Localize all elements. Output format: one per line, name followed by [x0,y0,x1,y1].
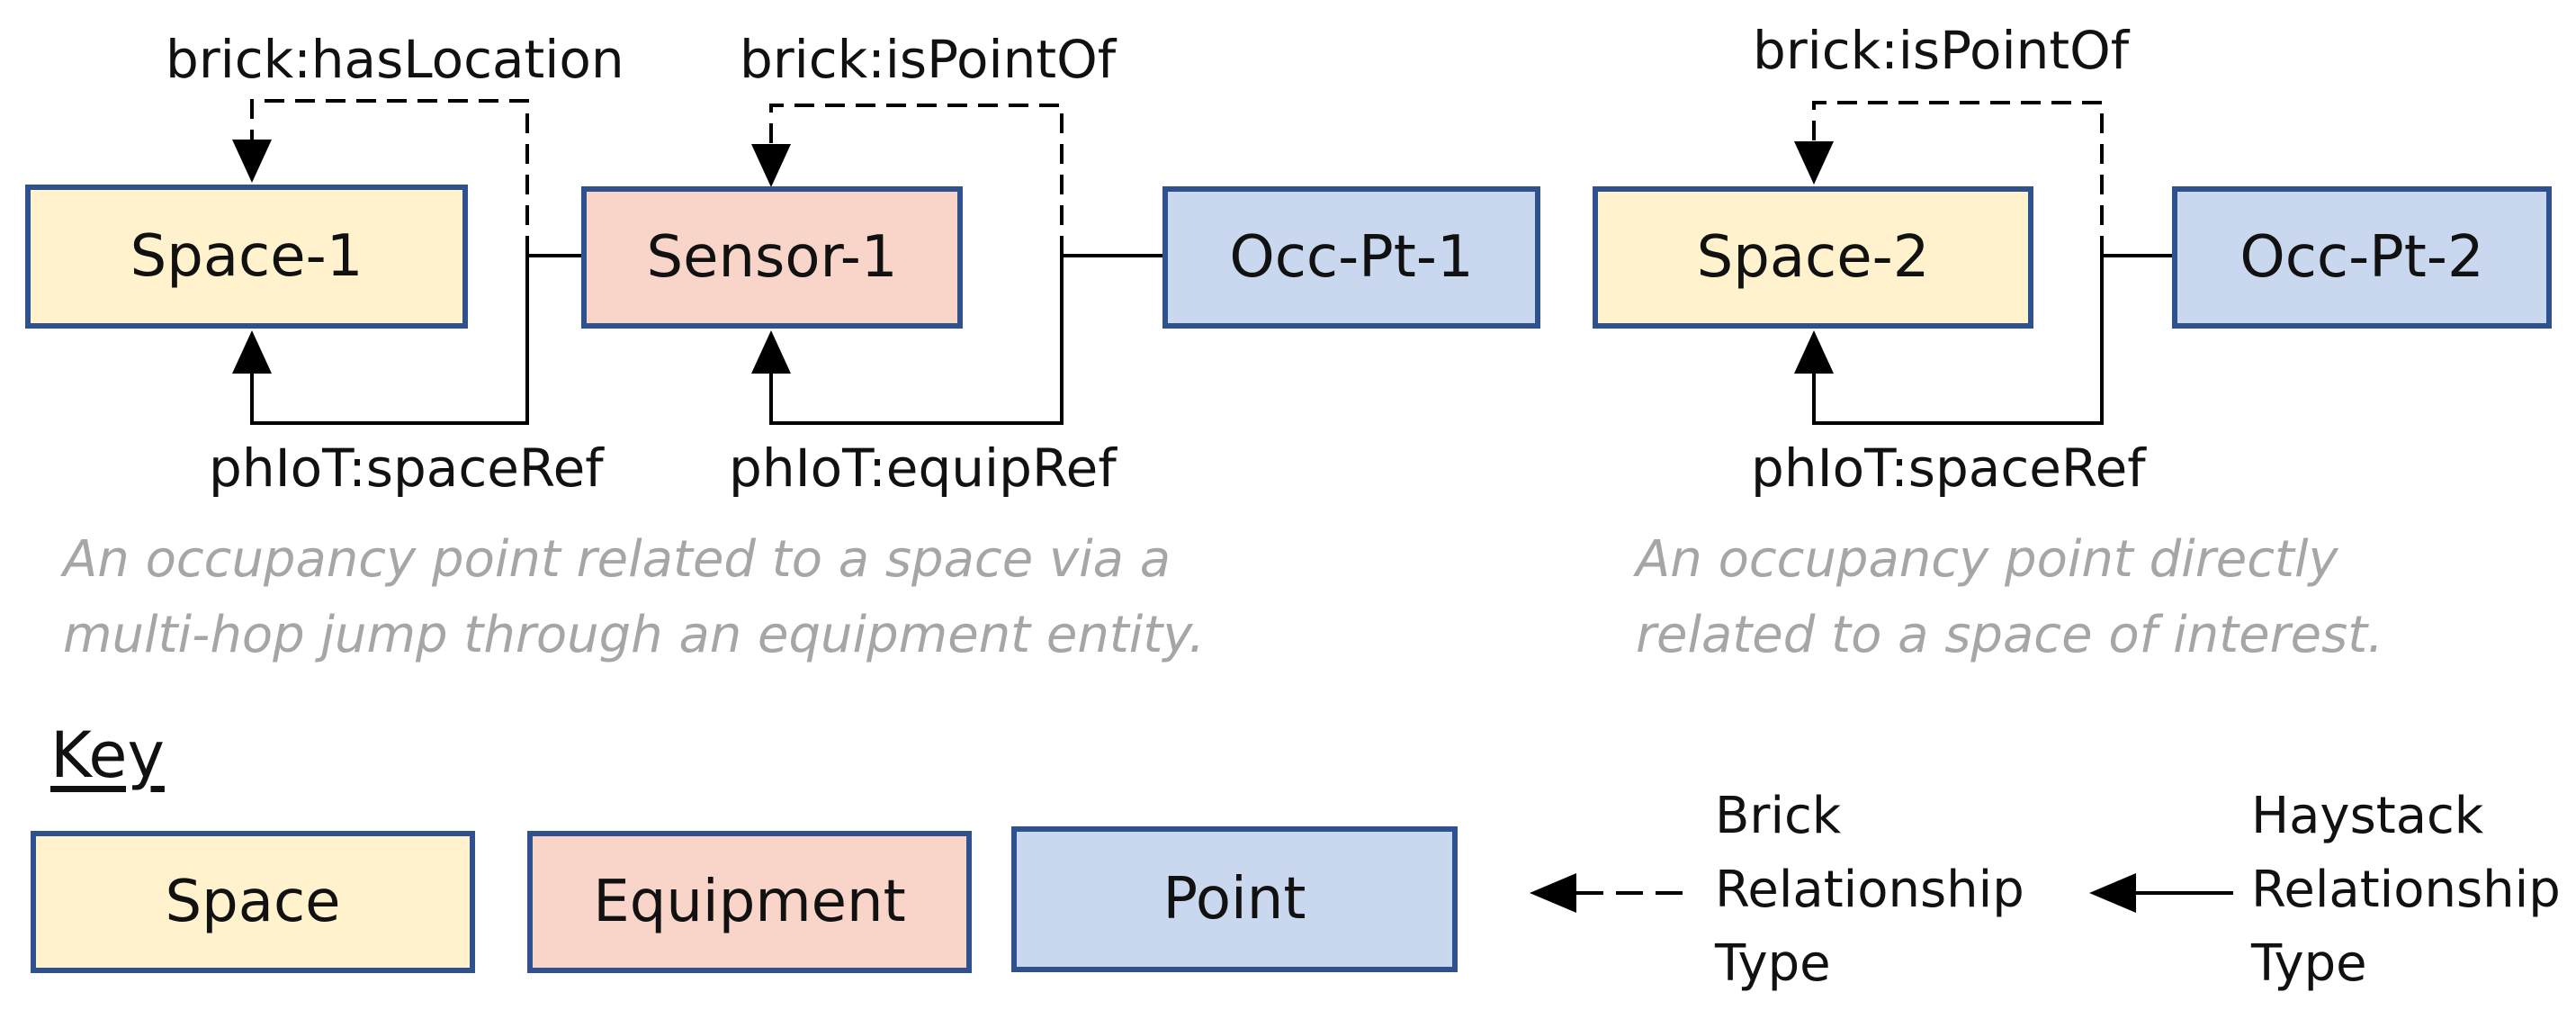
legend-brick-line-1: Brick [1715,787,1842,845]
arrowhead-space-ref-1 [232,330,272,374]
arrowhead-is-point-of-1 [751,144,791,187]
legend-brick-text: Brick Relationship Type [1715,780,2024,1001]
legend-haystack-line-3: Type [2251,934,2367,993]
node-space-2-label: Space-2 [1696,224,1930,291]
arrowhead-equip-ref [751,330,791,374]
legend-space-label: Space [165,869,341,935]
label-equip-ref: phIoT:equipRef [729,437,1117,499]
node-occ-pt-2-label: Occ-Pt-2 [2239,224,2484,291]
legend-haystack-text: Haystack Relationship Type [2251,780,2561,1001]
node-space-2: Space-2 [1593,186,2033,329]
node-sensor-1: Sensor-1 [581,186,963,329]
is-point-of-1-connector [769,104,1064,256]
node-occ-pt-1: Occ-Pt-1 [1162,186,1540,329]
label-is-point-of-2: brick:isPointOf [1753,20,2130,81]
has-location-connector [250,99,529,256]
space-ref-2-connector [1812,256,2104,425]
label-is-point-of-1: brick:isPointOf [740,29,1117,90]
caption-left-line-1: An occupancy point related to a space vi… [63,530,1171,589]
legend-haystack-arrowhead [2089,873,2136,913]
label-space-ref-1: phIoT:spaceRef [209,437,604,499]
space-ref-1-connector [250,256,529,425]
legend-brick-line-3: Type [1715,934,1831,993]
node-occ-pt-2: Occ-Pt-2 [2172,186,2552,329]
legend-brick-arrowhead [1530,873,1576,913]
legend-point-box: Point [1011,826,1458,972]
caption-right: An occupancy point directly related to a… [1636,522,2383,673]
legend-equipment-box: Equipment [527,831,972,973]
node-sensor-1-label: Sensor-1 [646,224,898,291]
legend-equipment-label: Equipment [593,869,906,935]
legend-brick-line-2: Relationship [1715,861,2024,919]
arrowhead-space-ref-2 [1794,330,1834,374]
caption-left-line-2: multi-hop jump through an equipment enti… [63,606,1205,664]
node-occ-pt-1-label: Occ-Pt-1 [1229,224,1474,291]
node-space-1: Space-1 [25,185,468,329]
caption-right-line-2: related to a space of interest. [1636,606,2383,664]
legend-haystack-line-2: Relationship [2251,861,2561,919]
legend-point-label: Point [1162,866,1306,933]
caption-left: An occupancy point related to a space vi… [63,522,1205,673]
node-space-1-label: Space-1 [130,223,364,290]
is-point-of-2-connector [1812,101,2104,256]
equip-ref-connector [769,256,1064,425]
legend-space-box: Space [31,831,475,973]
arrowhead-has-location [232,140,272,183]
key-title: Key [50,718,165,792]
label-has-location: brick:hasLocation [166,29,624,90]
caption-right-line-1: An occupancy point directly [1636,530,2338,589]
arrowhead-is-point-of-2 [1794,141,1834,185]
legend-haystack-line-1: Haystack [2251,787,2484,845]
label-space-ref-2: phIoT:spaceRef [1751,437,2146,499]
